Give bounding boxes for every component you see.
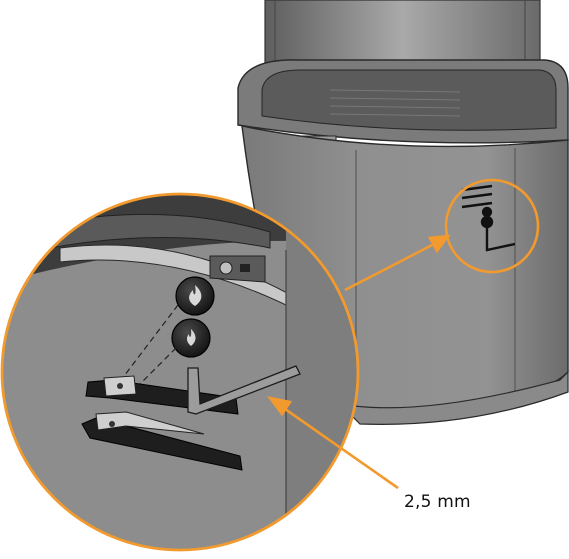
stove-control-detail — [461, 184, 516, 252]
slider-slot-lower — [81, 411, 243, 471]
flame-knob-lower — [171, 318, 211, 358]
stove-firebox-floor — [261, 69, 557, 131]
flame-small-icon — [186, 329, 196, 346]
flame-knob-upper — [175, 276, 215, 316]
zoom-circle-ring — [0, 192, 360, 552]
dimension-label: 2,5 mm — [404, 492, 471, 512]
detail-highlight-circle — [444, 178, 540, 274]
stove-grate — [329, 89, 461, 117]
flame-icon — [189, 285, 202, 306]
dimension-leader-arrow — [266, 396, 399, 490]
stove-base — [338, 370, 569, 425]
zoom-leader-arrow — [344, 234, 451, 292]
hex-key-icon — [187, 365, 301, 415]
